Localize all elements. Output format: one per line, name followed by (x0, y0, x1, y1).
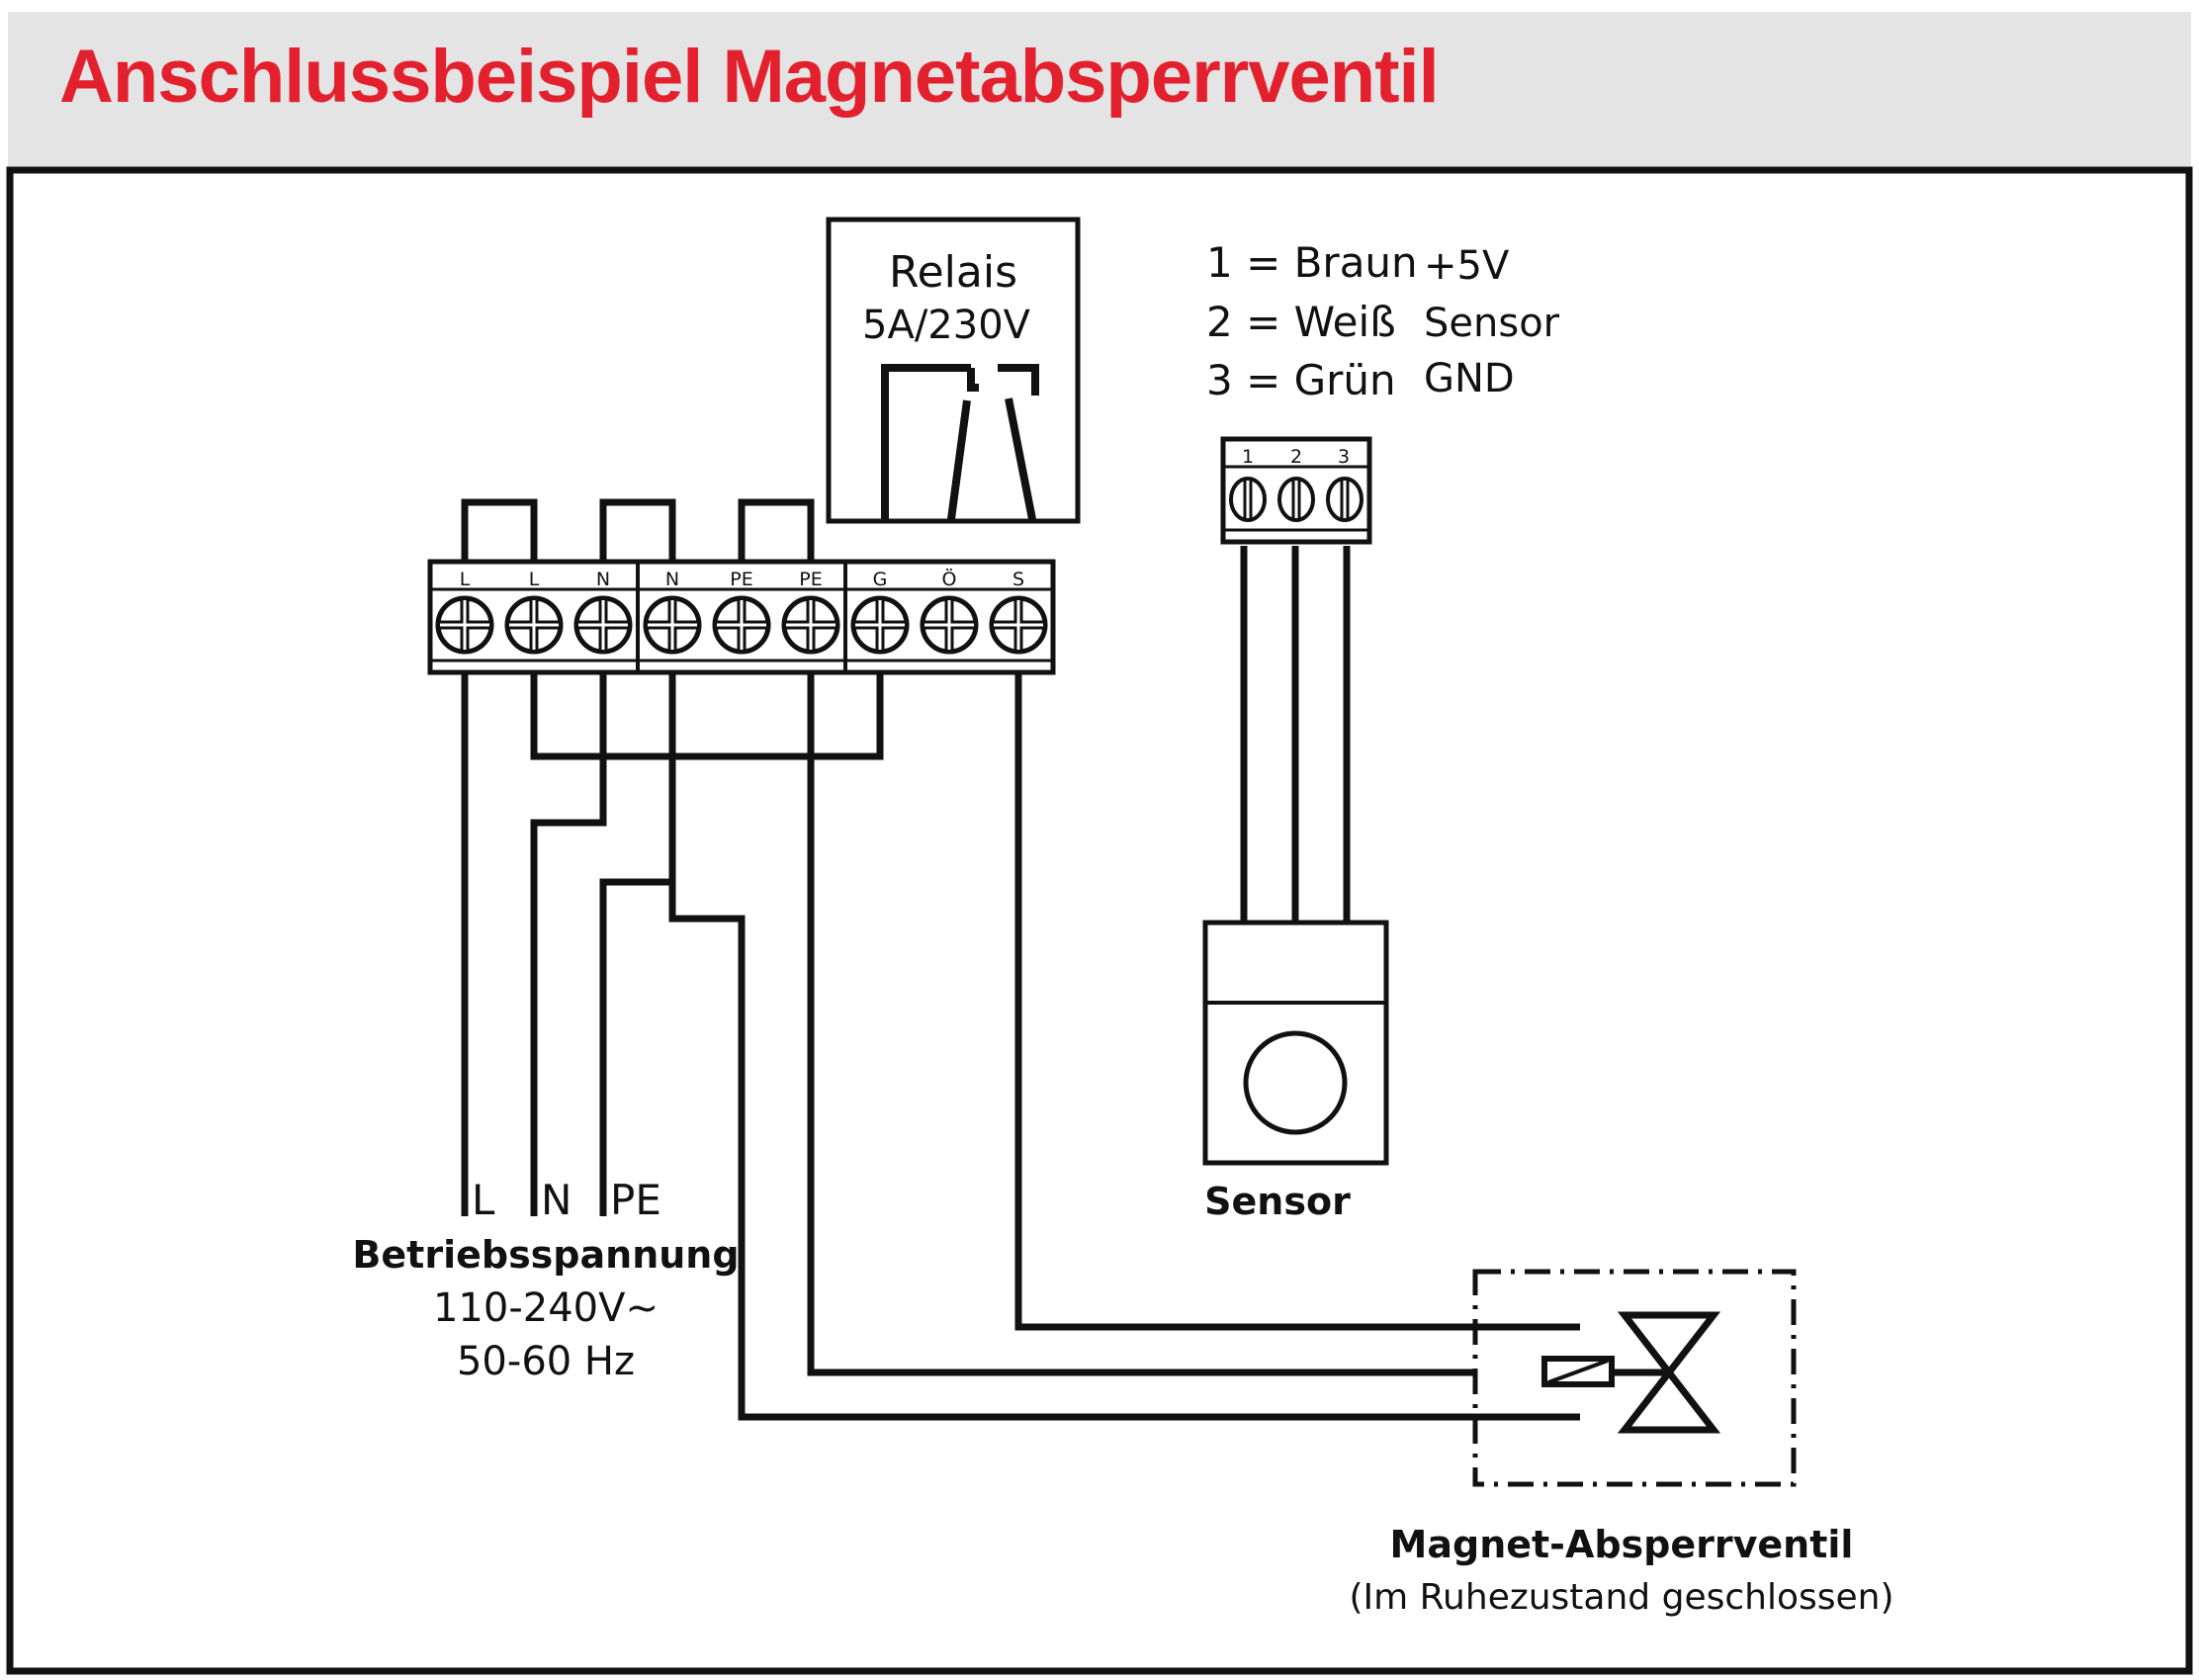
sensor-label: Sensor (1204, 1180, 1351, 1223)
sensor: Sensor (1202, 920, 1389, 1223)
screw-icon (504, 595, 564, 655)
terminal-block: L L N N PE PE G Ö S (427, 559, 1056, 675)
supply-frequency: 50-60 Hz (457, 1339, 635, 1384)
supply-label: Betriebsspannung (352, 1233, 739, 1277)
relay-name: Relais (889, 247, 1017, 298)
sensor-terminal-block: 1 2 3 (1220, 436, 1372, 545)
supply-line-n: N (541, 1176, 572, 1224)
sensor-body (1202, 920, 1389, 1166)
wires (461, 498, 1580, 1421)
terminal-screws (435, 595, 1048, 655)
valve-housing (1472, 1269, 1797, 1487)
valve-label: Magnet-Absperrventil (1390, 1523, 1854, 1566)
legend-code-3: 3 = Grün (1206, 356, 1396, 404)
sensor-screw-icon (1326, 477, 1363, 522)
terminal-label-5: PE (730, 569, 752, 590)
terminal-label-8: Ö (942, 568, 957, 590)
sensor-terminal-label-2: 2 (1290, 446, 1302, 468)
relay-box (826, 217, 1081, 524)
terminal-label-9: S (1012, 569, 1024, 590)
relay: Relais 5A/230V (826, 217, 1081, 524)
supply-voltage: 110-240V~ (433, 1285, 659, 1331)
page-title: Anschlussbeispiel Magnetabsperrventil (59, 35, 1440, 119)
supply-line-l: L (472, 1176, 495, 1224)
title-bar (8, 12, 2191, 166)
terminal-label-3: N (596, 569, 610, 590)
supply: L N PE Betriebsspannung 110-240V~ 50-60 … (352, 1176, 739, 1384)
screw-icon (573, 595, 633, 655)
screw-icon (781, 595, 840, 655)
terminal-label-1: L (460, 569, 471, 590)
sensor-screw-icon (1277, 477, 1315, 522)
screw-icon (989, 595, 1048, 655)
screw-icon (920, 595, 979, 655)
sensor-terminal-label-3: 3 (1338, 446, 1350, 468)
legend-code-2: 2 = Weiß (1206, 298, 1396, 346)
terminal-label-2: L (529, 569, 540, 590)
legend-value-3: GND (1424, 356, 1515, 401)
supply-line-pe: PE (610, 1176, 661, 1224)
sensor-probe-icon (1243, 1030, 1348, 1135)
screw-icon (712, 595, 771, 655)
diagram-frame (6, 166, 2193, 1675)
solenoid-valve: Magnet-Absperrventil (Im Ruhezustand ges… (1349, 1269, 1894, 1618)
screw-icon (850, 595, 910, 655)
legend-value-2: Sensor (1424, 301, 1560, 346)
legend-code-1: 1 = Braun (1206, 238, 1418, 287)
screw-icon (643, 595, 702, 655)
sensor-wire-legend: 1 = Braun +5V 2 = Weiß Sensor 3 = Grün G… (1206, 238, 1560, 404)
terminal-label-6: PE (799, 569, 822, 590)
terminal-label-7: G (873, 569, 888, 590)
relay-switch-symbol (881, 364, 1039, 520)
valve-note: (Im Ruhezustand geschlossen) (1349, 1577, 1893, 1618)
legend-value-1: +5V (1424, 243, 1510, 289)
screw-icon (435, 595, 494, 655)
sensor-terminal-label-1: 1 (1242, 446, 1254, 468)
terminal-label-4: N (665, 569, 679, 590)
relay-rating: 5A/230V (862, 303, 1031, 348)
sensor-screw-icon (1229, 477, 1267, 522)
sensor-terminal-screws (1229, 477, 1363, 522)
valve-symbol-icon (1617, 1311, 1721, 1434)
